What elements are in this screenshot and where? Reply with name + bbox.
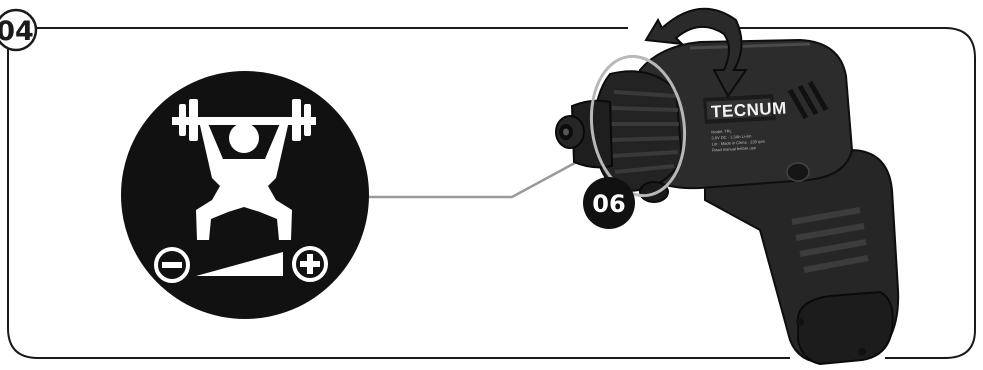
part-callout-badge: 06 [583,177,635,229]
step-number: 04 [0,16,34,47]
callout-number: 06 [592,190,625,218]
torque-icon [121,71,369,319]
step-number-badge: 04 [0,10,36,50]
brand-name: TECNUM [711,99,788,122]
leader-line [368,151,597,197]
bit-chuck [556,101,612,168]
